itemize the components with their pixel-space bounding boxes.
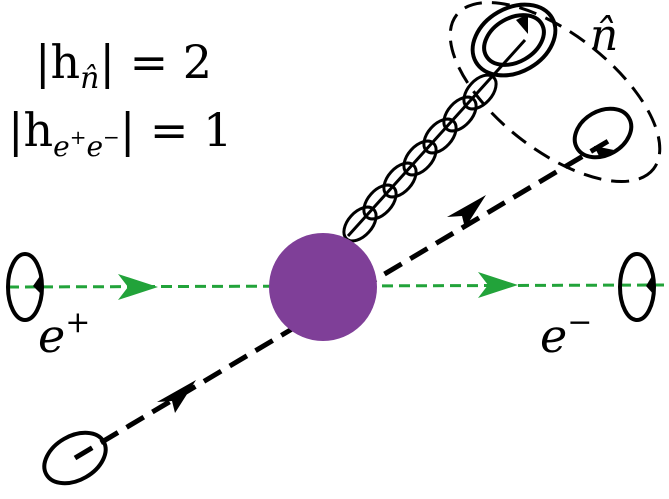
loop-arrow-positron — [33, 276, 43, 296]
loop-arrow-electron — [646, 276, 655, 296]
electron-label: e− — [540, 305, 592, 363]
n-hat-label: n̂ — [590, 10, 618, 61]
jet-region — [448, 0, 662, 184]
helicity-loop-electron — [618, 252, 656, 322]
helicity-n-label: |hn̂| = 2 — [35, 35, 212, 96]
interaction-blob — [269, 233, 377, 341]
loop-arrow-gluon — [516, 14, 528, 34]
helicity-loop-positron — [6, 252, 44, 322]
loop-arrow-quark-top — [594, 146, 614, 158]
helicity-loop-quark-bottom — [42, 430, 108, 486]
gluon-core — [346, 38, 527, 238]
helicity-ee-label: |he+e−| = 1 — [8, 103, 232, 163]
gluon-coils — [342, 73, 498, 243]
beam-arrow-right — [478, 272, 518, 298]
beam-arrow-left — [118, 274, 158, 300]
positron-label: e+ — [38, 305, 90, 363]
helicity-loop-gluon-inner — [482, 13, 546, 67]
quark-arrow-lower — [157, 380, 196, 413]
quark-arrow-upper — [447, 195, 486, 228]
helicity-loop-gluon-outer — [470, 2, 558, 78]
helicity-loop-quark-top — [572, 106, 634, 160]
